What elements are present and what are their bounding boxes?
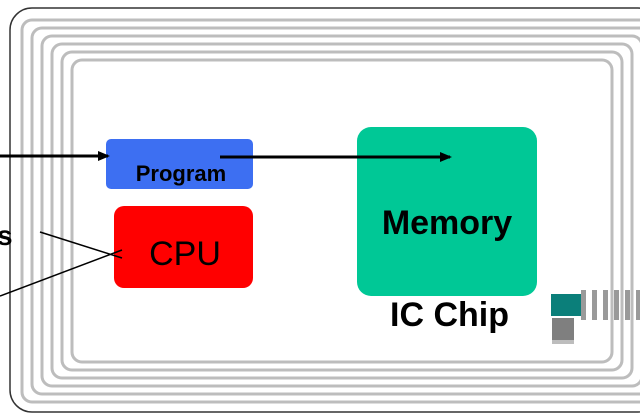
ic-chip-label: IC Chip xyxy=(390,296,509,334)
cpu-label: CPU xyxy=(149,235,221,273)
memory-label: Memory xyxy=(382,204,512,242)
left-cut-label: s xyxy=(0,220,13,251)
ic-chip-icon xyxy=(551,290,640,344)
program-block: Program xyxy=(106,139,253,189)
program-label: Program xyxy=(136,161,226,186)
card-outline xyxy=(9,7,640,413)
cpu-block: CPU xyxy=(114,206,253,288)
cpu-callout-lines xyxy=(0,231,123,297)
memory-block: Memory xyxy=(357,127,537,296)
antenna-coil xyxy=(20,18,640,404)
